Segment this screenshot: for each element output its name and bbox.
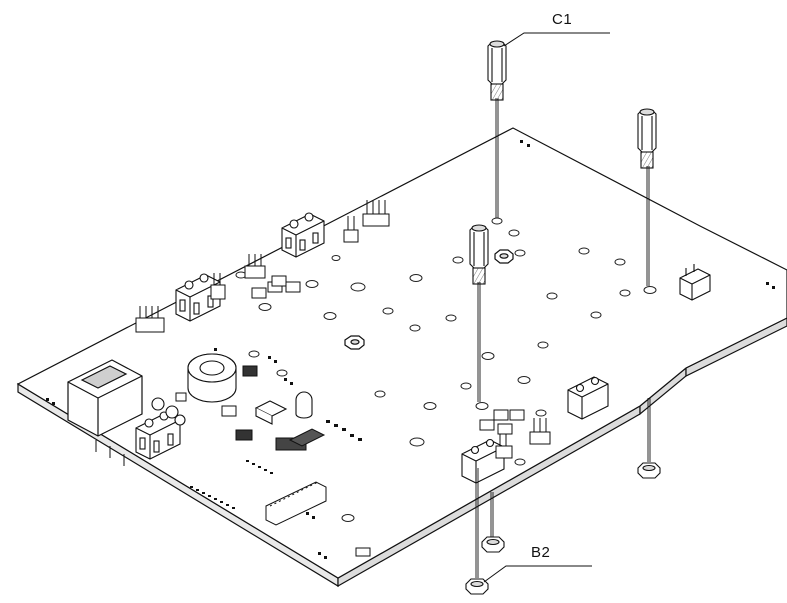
- pin-header-d: [343, 216, 359, 243]
- pin-header-b: [210, 273, 226, 300]
- standoff-c1: [487, 40, 507, 218]
- bottom-fasteners: [465, 398, 661, 595]
- pin-header-f: [529, 418, 551, 445]
- standoffs: [469, 40, 657, 402]
- pin-header-c: [244, 254, 266, 279]
- capacitor-led: [295, 391, 313, 419]
- pin-header-a: [135, 306, 165, 333]
- board-holes: [235, 217, 657, 522]
- leader-b2: [483, 565, 592, 583]
- terminal-block-top: [281, 212, 325, 258]
- inductor: [187, 353, 237, 403]
- smd-dots: [46, 140, 775, 559]
- jst-connector: [679, 264, 711, 301]
- board-hex-nuts: [344, 249, 514, 350]
- circuit-board: [16, 127, 787, 588]
- capacitors: [151, 397, 186, 426]
- callout-label-b2: B2: [531, 544, 551, 561]
- leader-c1: [503, 32, 610, 47]
- callout-label-c1: C1: [552, 11, 573, 28]
- power-components: [151, 353, 313, 426]
- terminal-block-left: [135, 411, 181, 460]
- terminal-blocks: [135, 212, 609, 484]
- terminal-block-mid: [175, 273, 221, 322]
- ic-chips: [265, 428, 327, 526]
- pin-headers: [135, 200, 551, 459]
- callout-leaders: [483, 32, 610, 583]
- pin-header-e: [362, 200, 390, 227]
- regulator: [254, 400, 288, 425]
- edge-pins: [95, 440, 125, 466]
- terminal-block-right: [567, 376, 609, 420]
- standoff-center: [469, 224, 489, 402]
- standoff-right: [637, 108, 657, 286]
- relay-housing: [67, 359, 143, 437]
